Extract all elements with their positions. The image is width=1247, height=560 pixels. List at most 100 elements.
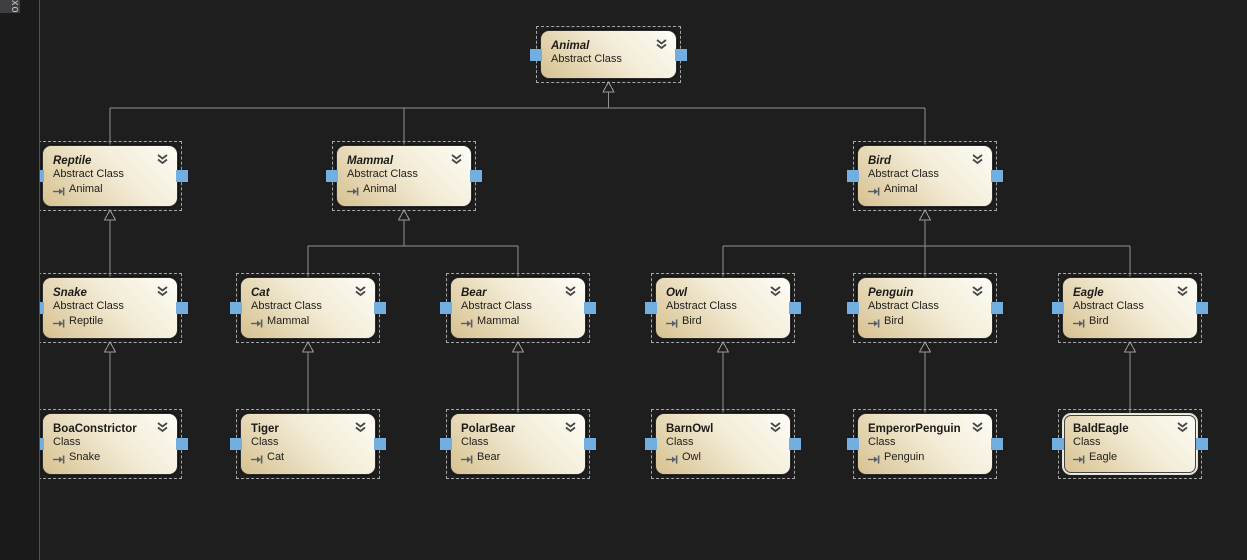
class-shape-body[interactable]: Penguin Abstract Class Bird: [857, 277, 993, 339]
class-shape-owl[interactable]: Owl Abstract Class Bird: [645, 273, 801, 343]
collapse-chevron-icon[interactable]: [1176, 420, 1189, 433]
class-shape-animal[interactable]: Animal Abstract Class: [530, 26, 687, 83]
collapse-chevron-icon[interactable]: [564, 284, 577, 297]
left-connection-handle[interactable]: [1052, 438, 1064, 450]
left-connection-handle[interactable]: [847, 438, 859, 450]
class-name: Penguin: [868, 287, 914, 299]
right-connection-handle[interactable]: [176, 302, 188, 314]
class-name: Snake: [53, 287, 87, 299]
class-shape-body[interactable]: EmperorPenguin Class Pengui: [857, 413, 993, 475]
class-shape-bear[interactable]: Bear Abstract Class Mammal: [440, 273, 596, 343]
inheritance-arrow-icon: [251, 452, 263, 463]
class-shape-reptile[interactable]: Reptile Abstract Class Anim: [32, 141, 188, 211]
right-connection-handle[interactable]: [789, 438, 801, 450]
class-shape-body[interactable]: BaldEagle Class Eagle: [1062, 413, 1198, 475]
class-shape-body[interactable]: Owl Abstract Class Bird: [655, 277, 791, 339]
base-type-name: Mammal: [267, 315, 310, 327]
collapse-chevron-icon[interactable]: [971, 420, 984, 433]
base-type-name: Reptile: [69, 315, 104, 327]
left-connection-handle[interactable]: [645, 438, 657, 450]
right-connection-handle[interactable]: [1196, 438, 1208, 450]
right-connection-handle[interactable]: [470, 170, 482, 182]
class-name: Mammal: [347, 155, 394, 167]
class-shape-body[interactable]: Snake Abstract Class Reptil: [42, 277, 178, 339]
right-connection-handle[interactable]: [374, 438, 386, 450]
class-shape-body[interactable]: Animal Abstract Class: [540, 30, 677, 79]
class-shape-body[interactable]: Eagle Abstract Class Bird: [1062, 277, 1198, 339]
left-connection-handle[interactable]: [230, 438, 242, 450]
left-connection-handle[interactable]: [440, 302, 452, 314]
collapse-chevron-icon[interactable]: [564, 420, 577, 433]
right-connection-handle[interactable]: [1196, 302, 1208, 314]
collapse-chevron-icon[interactable]: [354, 284, 367, 297]
base-type-row: Bear: [461, 450, 577, 464]
base-type-row: Bird: [1073, 314, 1189, 328]
class-shape-boaconstrictor[interactable]: BoaConstrictor Class Snake: [32, 409, 188, 479]
class-shape-body[interactable]: Bear Abstract Class Mammal: [450, 277, 586, 339]
collapse-chevron-icon[interactable]: [971, 152, 984, 165]
class-shape-cat[interactable]: Cat Abstract Class Mammal: [230, 273, 386, 343]
class-shape-body[interactable]: Reptile Abstract Class Anim: [42, 145, 178, 207]
right-connection-handle[interactable]: [176, 438, 188, 450]
base-type-row: Animal: [53, 182, 169, 196]
right-connection-handle[interactable]: [584, 438, 596, 450]
collapse-chevron-icon[interactable]: [156, 420, 169, 433]
class-shape-body[interactable]: BoaConstrictor Class Snake: [42, 413, 178, 475]
collapse-chevron-icon[interactable]: [156, 284, 169, 297]
class-stereotype: Abstract Class: [1073, 300, 1144, 312]
base-type-row: Reptile: [53, 314, 169, 328]
class-shape-penguin[interactable]: Penguin Abstract Class Bird: [847, 273, 1003, 343]
class-shape-bird[interactable]: Bird Abstract Class Animal: [847, 141, 1003, 211]
panel-corner: [0, 0, 20, 13]
right-connection-handle[interactable]: [374, 302, 386, 314]
class-shape-emperorpenguin[interactable]: EmperorPenguin Class Pengui: [847, 409, 1003, 479]
collapse-chevron-icon[interactable]: [1176, 284, 1189, 297]
collapse-chevron-icon[interactable]: [769, 420, 782, 433]
class-name: Animal: [551, 40, 590, 52]
class-name: Cat: [251, 287, 270, 299]
class-shape-tiger[interactable]: Tiger Class Cat: [230, 409, 386, 479]
collapse-chevron-icon[interactable]: [971, 284, 984, 297]
left-connection-handle[interactable]: [645, 302, 657, 314]
right-connection-handle[interactable]: [991, 170, 1003, 182]
left-connection-handle[interactable]: [230, 302, 242, 314]
class-shape-baldeagle[interactable]: BaldEagle Class Eagle: [1052, 409, 1208, 479]
right-connection-handle[interactable]: [991, 302, 1003, 314]
inheritance-arrow-icon: [1073, 452, 1085, 463]
inheritance-arrow-icon: [1073, 316, 1085, 327]
right-connection-handle[interactable]: [176, 170, 188, 182]
left-connection-handle[interactable]: [440, 438, 452, 450]
left-connection-handle[interactable]: [847, 302, 859, 314]
base-type-name: Animal: [69, 183, 103, 195]
class-shape-barnowl[interactable]: BarnOwl Class Owl: [645, 409, 801, 479]
collapse-chevron-icon[interactable]: [450, 152, 463, 165]
left-connection-handle[interactable]: [530, 48, 542, 61]
right-connection-handle[interactable]: [675, 48, 687, 61]
class-shape-polarbear[interactable]: PolarBear Class Bear: [440, 409, 596, 479]
toolbox-tab-label[interactable]: xo: [9, 0, 21, 14]
right-connection-handle[interactable]: [991, 438, 1003, 450]
class-shape-body[interactable]: Tiger Class Cat: [240, 413, 376, 475]
class-stereotype: Class: [666, 436, 694, 448]
right-connection-handle[interactable]: [789, 302, 801, 314]
collapse-chevron-icon[interactable]: [354, 420, 367, 433]
collapse-chevron-icon[interactable]: [655, 37, 668, 50]
class-stereotype: Abstract Class: [551, 53, 622, 65]
class-shape-body[interactable]: BarnOwl Class Owl: [655, 413, 791, 475]
base-type-name: Bird: [682, 315, 702, 327]
collapse-chevron-icon[interactable]: [769, 284, 782, 297]
base-type-row: Snake: [53, 450, 169, 464]
left-connection-handle[interactable]: [326, 170, 338, 182]
class-shape-snake[interactable]: Snake Abstract Class Reptil: [32, 273, 188, 343]
class-shape-mammal[interactable]: Mammal Abstract Class Anima: [326, 141, 482, 211]
class-shape-eagle[interactable]: Eagle Abstract Class Bird: [1052, 273, 1208, 343]
class-shape-body[interactable]: Cat Abstract Class Mammal: [240, 277, 376, 339]
base-type-row: Mammal: [461, 314, 577, 328]
right-connection-handle[interactable]: [584, 302, 596, 314]
class-shape-body[interactable]: Bird Abstract Class Animal: [857, 145, 993, 207]
left-connection-handle[interactable]: [847, 170, 859, 182]
class-shape-body[interactable]: PolarBear Class Bear: [450, 413, 586, 475]
left-connection-handle[interactable]: [1052, 302, 1064, 314]
class-shape-body[interactable]: Mammal Abstract Class Anima: [336, 145, 472, 207]
collapse-chevron-icon[interactable]: [156, 152, 169, 165]
